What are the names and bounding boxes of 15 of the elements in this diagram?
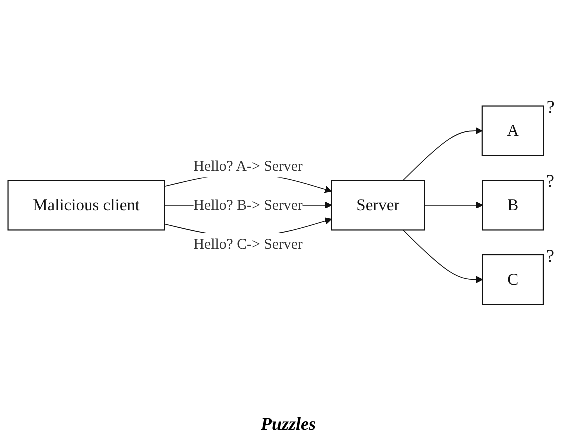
- edge-label: Hello? C-> Server: [194, 235, 303, 252]
- node-box: B: [482, 180, 544, 230]
- arrow: [402, 126, 483, 181]
- edge-label: Hello? B-> Server: [194, 196, 303, 213]
- node-box: Malicious client: [8, 180, 166, 230]
- arrow: [402, 229, 484, 283]
- note-text: Puzzles: [260, 414, 316, 434]
- question-mark: ?: [546, 246, 554, 265]
- question-mark: ?: [546, 172, 554, 190]
- node-box: A: [482, 105, 544, 156]
- node-box: Server: [331, 180, 426, 230]
- question-mark: ?: [546, 98, 555, 116]
- edge-label: Hello? A-> Server: [194, 157, 303, 174]
- node-box: C: [482, 254, 544, 305]
- arrow: [424, 201, 484, 209]
